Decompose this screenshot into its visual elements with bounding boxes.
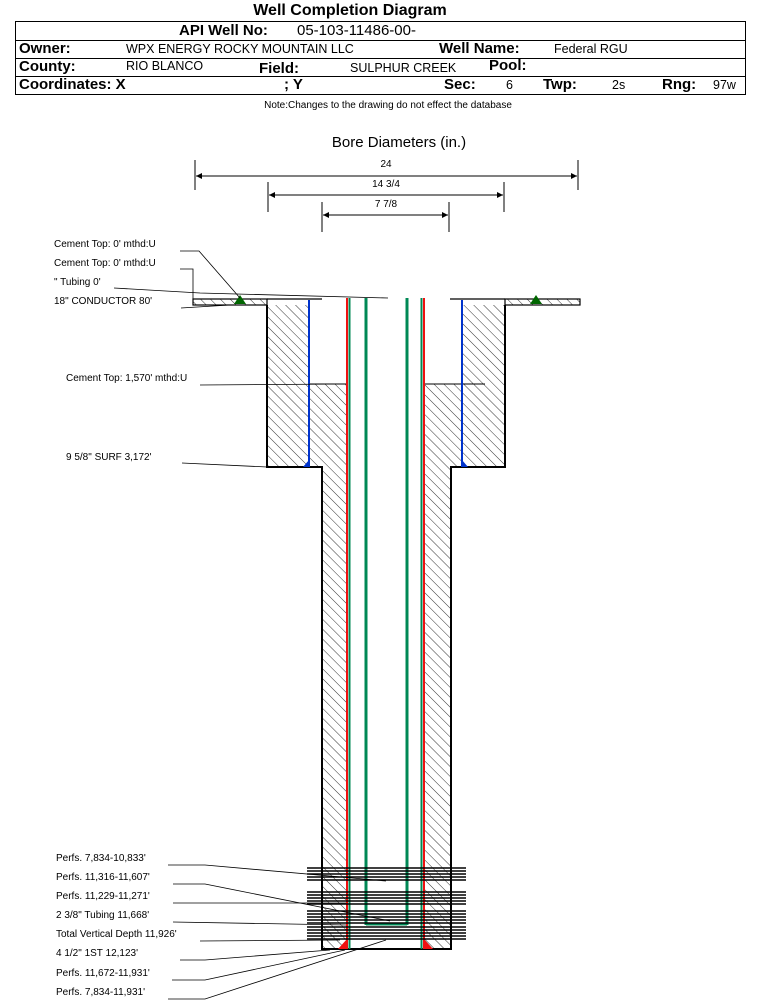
surface-casing [308,300,463,467]
callout-production-casing: 4 1/2" 1ST 12,123' [56,948,139,959]
twp-value: 2s [612,78,626,92]
coordinates-row: Coordinates: X ; Y Sec: 6 Twp: 2s Rng: 9… [16,76,745,94]
sec-label: Sec: [444,76,476,93]
callout-perfs-4: Perfs. 11,672-11,931' [56,968,150,979]
callout-perfs-5: Perfs. 7,834-11,931' [56,987,146,998]
county-row: County: RIO BLANCO Field: SULPHUR CREEK … [16,57,745,77]
owner-row: Owner: WPX ENERGY ROCKY MOUNTAIN LLC Wel… [16,40,745,59]
leader-lines [113,250,391,1000]
callout-surface-casing: 9 5/8" SURF 3,172' [66,452,152,463]
pool-label: Pool: [489,57,527,74]
twp-label: Twp: [543,76,577,93]
rng-value: 97w [713,78,736,92]
field-value: SULPHUR CREEK [350,61,457,75]
perforations [307,867,466,940]
dimension-lines [194,160,579,232]
y-label: ; Y [284,76,303,93]
well-name-label: Well Name: [439,40,520,57]
owner-label: Owner: [19,40,71,57]
callout-total-depth: Total Vertical Depth 11,926' [56,929,177,940]
dim-label-7-7-8: 7 7/8 [374,199,398,210]
callout-perfs-3: Perfs. 11,229-11,271' [56,891,150,902]
callout-tubing-0: " Tubing 0' [54,277,101,288]
owner-value: WPX ENERGY ROCKY MOUNTAIN LLC [126,42,354,56]
callout-cement-top-1: Cement Top: 0' mthd:U [54,239,156,250]
tubing [364,298,409,926]
field-label: Field: [259,60,299,77]
county-label: County: [19,58,76,75]
dim-label-14-3-4: 14 3/4 [372,179,400,190]
well-name-value: Federal RGU [554,42,628,56]
county-value: RIO BLANCO [126,59,204,73]
hole-outline [266,305,506,950]
callout-conductor: 18" CONDUCTOR 80' [54,296,153,307]
surface-cement [267,305,505,949]
callout-perfs-2: Perfs. 11,316-11,607' [56,872,150,883]
diagram-title: Well Completion Diagram [253,2,447,19]
rng-label: Rng: [662,76,697,93]
api-label: API Well No: [179,22,268,39]
api-value: 05-103-11486-00- [297,22,416,39]
note-text: Note:Changes to the drawing do not effec… [264,100,512,111]
callout-tubing-depth: 2 3/8" Tubing 11,668' [56,910,150,921]
callout-perfs-1: Perfs. 7,834-10,833' [56,853,146,864]
dim-label-24: 24 [380,159,392,170]
sec-value: 6 [506,78,513,92]
coordinates-label: Coordinates: X [19,76,126,93]
well-info-table: API Well No: 05-103-11486-00- Owner: WPX… [15,21,746,95]
api-row: API Well No: 05-103-11486-00- [16,22,745,41]
bore-diameters-title: Bore Diameters (in.) [331,134,467,151]
callout-cement-top-2: Cement Top: 0' mthd:U [54,258,156,269]
callout-cement-top-1570: Cement Top: 1,570' mthd:U [66,373,188,384]
production-casing [346,298,425,949]
conductor [192,298,581,306]
